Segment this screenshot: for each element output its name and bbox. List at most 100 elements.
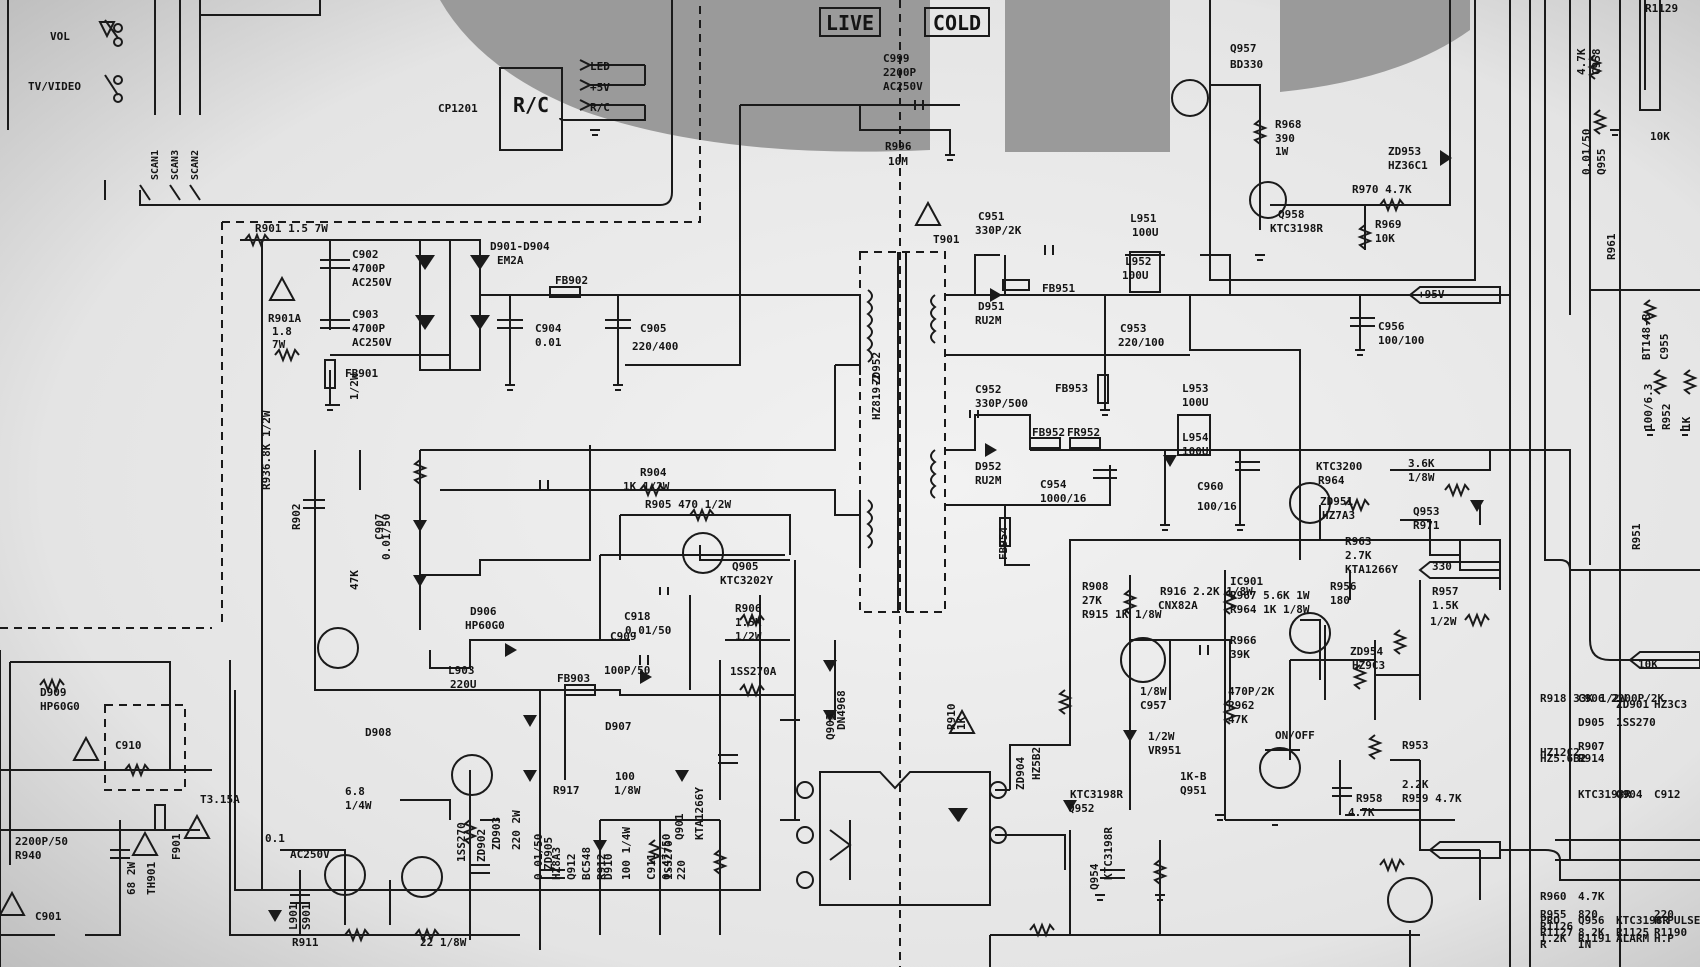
component-label: ZD952: [870, 352, 883, 385]
component-label: HP60G0: [40, 700, 80, 713]
component-label: TH901: [145, 862, 158, 895]
component-label: 0.1: [265, 832, 285, 845]
component-label: R953: [1402, 739, 1429, 752]
component-label: C955: [1658, 334, 1671, 361]
component-label: R971: [1413, 519, 1440, 532]
component-label: R901 1.5 7W: [255, 222, 328, 235]
component-label: D907: [605, 720, 632, 733]
component-label: HZ8A3: [550, 847, 563, 880]
component-label: ZD953: [1388, 145, 1421, 158]
component-label: D908: [365, 726, 392, 739]
component-label: 220 2W: [510, 810, 523, 850]
warning-icon: [72, 735, 100, 761]
component-label: 1.8: [272, 325, 292, 338]
component-label: ZD901: [1616, 698, 1649, 711]
component-label: ZD904: [1014, 757, 1027, 790]
th901-box: [104, 704, 186, 791]
component-label: R940: [15, 849, 42, 862]
component-label: D906: [470, 605, 497, 618]
component-label: R956: [1330, 580, 1357, 593]
component-label: R958: [1356, 792, 1383, 805]
component-label: 1/2W: [735, 630, 762, 643]
component-label: 100/6.3: [1642, 384, 1655, 430]
component-label: CNX82A: [1158, 599, 1198, 612]
component-label: 3.6K: [1408, 457, 1435, 470]
component-label: C906 2200P/2K: [1578, 692, 1664, 705]
warning-icon: [914, 200, 942, 226]
component-label: FR952: [1067, 426, 1100, 439]
scan-line-1: SCAN1: [150, 150, 161, 180]
transistor-q903: [317, 627, 359, 669]
component-label: 2.7K: [1345, 549, 1372, 562]
component-label: 1/2W: [348, 373, 361, 400]
rc-block-label: R/C: [513, 93, 549, 117]
component-label: KTC3198R: [1270, 222, 1323, 235]
component-label: C902: [352, 248, 379, 261]
component-label: 4700P: [352, 262, 385, 275]
component-label: 1/2W: [1430, 615, 1457, 628]
component-label: 4.7K: [1578, 890, 1605, 903]
component-label: R952: [1660, 404, 1673, 431]
warning-icon: [131, 830, 159, 856]
component-label: 1/8W: [614, 784, 641, 797]
component-label: ALARM: [1616, 932, 1649, 945]
component-label: R1127: [1540, 926, 1573, 939]
component-label: 100U: [1182, 445, 1209, 458]
component-label: R964 1K 1/8W: [1230, 603, 1310, 616]
component-label: HZ819-2: [870, 374, 883, 420]
component-label: FB954: [997, 527, 1010, 560]
component-label: Q956: [1578, 914, 1605, 927]
component-label: R969: [1375, 218, 1402, 231]
transistor-q954: [1289, 612, 1331, 654]
component-label: D952: [975, 460, 1002, 473]
component-label: 10K: [1638, 658, 1658, 671]
component-label: L903: [448, 664, 475, 677]
rc-pin-rc: R/C: [590, 101, 610, 114]
component-label: FB952: [1032, 426, 1065, 439]
component-label: Q904: [1616, 788, 1643, 801]
component-label: FB903: [557, 672, 590, 685]
component-label: 100U: [1182, 396, 1209, 409]
component-label: R907: [1578, 740, 1605, 753]
component-label: R914: [1578, 752, 1605, 765]
component-label: R911: [292, 936, 319, 949]
component-label: 1/2W: [1148, 730, 1175, 743]
component-label: R908: [1082, 580, 1109, 593]
shadow-top-center: [440, 0, 930, 152]
transistor-q905: [682, 532, 724, 574]
component-label: Q954: [1088, 863, 1101, 890]
component-label: KTC3200: [1316, 460, 1362, 473]
scan-line-3: SCAN3: [170, 150, 181, 180]
component-label: BC548: [580, 847, 593, 880]
cold-zone-label: COLD: [933, 11, 981, 35]
component-label: 0.01: [535, 336, 562, 349]
component-label: 100U: [1122, 269, 1149, 282]
component-label: C912: [1654, 788, 1681, 801]
component-label: 0.01/50: [380, 514, 393, 560]
component-label: HP60G0: [465, 619, 505, 632]
component-label: 470P/2K: [1228, 685, 1275, 698]
transistor-q901: [451, 754, 493, 796]
component-label: R905 470 1/2W: [645, 498, 731, 511]
component-label: 1.2K: [1540, 932, 1567, 945]
component-label: L901: [287, 903, 300, 930]
component-label: R904: [640, 466, 667, 479]
component-label: C918: [624, 610, 651, 623]
component-label: D905: [1578, 716, 1605, 729]
component-label: R955: [1540, 908, 1567, 921]
transistor-q958: [1249, 181, 1287, 219]
shadow-top-far-right: [1280, 0, 1470, 92]
component-label: D910: [602, 854, 615, 881]
component-label: 100: [615, 770, 635, 783]
component-label: R1129: [1645, 2, 1678, 15]
component-label: C907: [373, 514, 386, 541]
component-label: AC250V: [883, 80, 923, 93]
component-label: L953: [1182, 382, 1209, 395]
component-label: Q957: [1230, 42, 1257, 55]
component-label: 10M: [888, 155, 908, 168]
component-label: Q955: [1595, 149, 1608, 176]
component-label: C909: [610, 630, 637, 643]
component-label: ON/OFF: [1275, 729, 1315, 742]
component-label: BD330: [1230, 58, 1263, 71]
component-label: 8.2K: [1578, 926, 1605, 939]
